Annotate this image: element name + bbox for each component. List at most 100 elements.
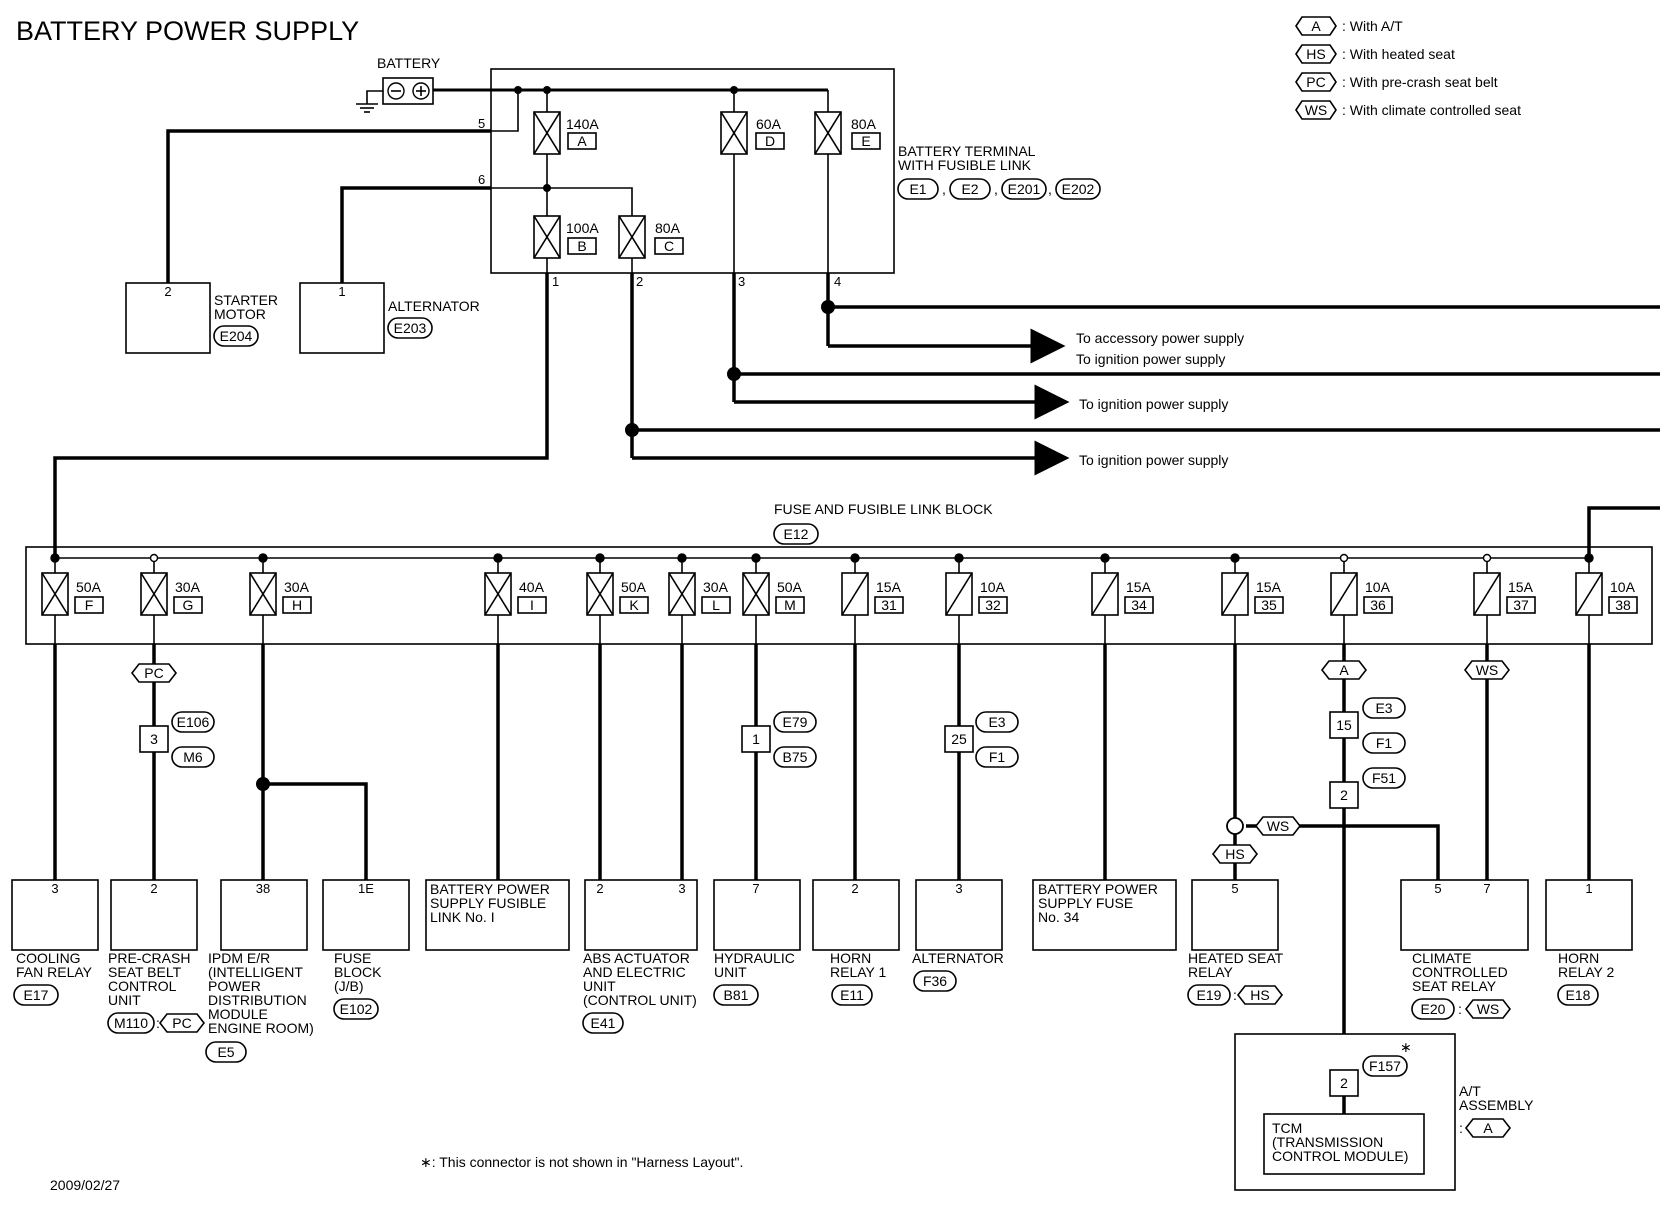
svg-text:DISTRIBUTION: DISTRIBUTION xyxy=(208,992,307,1008)
fuse-rating: 40A xyxy=(519,579,545,595)
svg-text:CONTROLLED: CONTROLLED xyxy=(1412,964,1508,980)
svg-text:A: A xyxy=(577,133,587,149)
svg-text:RELAY 2: RELAY 2 xyxy=(1558,964,1615,980)
svg-text:No. 34: No. 34 xyxy=(1038,909,1079,925)
fuse-row: 50AF30AG30AH40AI50AK30AL50AM15A3110A3215… xyxy=(41,553,1638,644)
svg-text:M110: M110 xyxy=(114,1015,148,1031)
fuse-id: K xyxy=(629,597,639,613)
svg-text:LINK No. I: LINK No. I xyxy=(430,909,495,925)
component-abs-actuator: 2 3 ABS ACTUATOR AND ELECTRIC UNIT (CONT… xyxy=(582,879,698,1034)
svg-text:ENGINE ROOM): ENGINE ROOM) xyxy=(208,1020,314,1036)
svg-text:STARTER: STARTER xyxy=(214,292,278,308)
svg-text:,: , xyxy=(994,181,998,197)
svg-text:TCM: TCM xyxy=(1272,1120,1302,1136)
svg-text:B: B xyxy=(577,238,586,254)
fuse-rating: 10A xyxy=(980,579,1006,595)
date-stamp: 2009/02/27 xyxy=(50,1177,120,1193)
svg-text:2: 2 xyxy=(150,881,157,896)
fuse-id: L xyxy=(712,597,720,613)
svg-text:UNIT: UNIT xyxy=(108,992,141,1008)
fuse-k: 50A K xyxy=(586,553,649,644)
svg-text:ALTERNATOR: ALTERNATOR xyxy=(388,298,480,314)
fuse-rating: 30A xyxy=(703,579,729,595)
svg-text:ABS ACTUATOR: ABS ACTUATOR xyxy=(583,950,690,966)
component-pre-crash-seat-belt-control-unit: 2 PRE-CRASH SEAT BELT CONTROL UNIT M110 … xyxy=(107,879,206,1034)
fuse-rating: 50A xyxy=(76,579,102,595)
legend-text: : With pre-crash seat belt xyxy=(1342,74,1498,90)
svg-text:60A: 60A xyxy=(756,116,782,132)
svg-text:5: 5 xyxy=(1231,881,1238,896)
fuse-id: H xyxy=(292,597,302,613)
svg-text:7: 7 xyxy=(752,881,759,896)
svg-text:PRE-CRASH: PRE-CRASH xyxy=(108,950,190,966)
svg-text:BATTERY: BATTERY xyxy=(377,55,441,71)
svg-text:POWER: POWER xyxy=(208,978,261,994)
svg-text:BATTERY POWER: BATTERY POWER xyxy=(430,881,550,897)
at-assembly: 2 F157 ∗ TCM (TRANSMISSION CONTROL MODUL… xyxy=(1234,1033,1534,1191)
svg-text:HEATED SEAT: HEATED SEAT xyxy=(1188,950,1284,966)
legend-code: WS xyxy=(1305,102,1328,118)
component-battery-power-supply-fuse-34: BATTERY POWER SUPPLY FUSE No. 34 xyxy=(1032,879,1177,951)
svg-text:A/T: A/T xyxy=(1459,1083,1481,1099)
fuse-rating: 50A xyxy=(777,579,803,595)
svg-text:(CONTROL UNIT): (CONTROL UNIT) xyxy=(583,992,697,1008)
svg-text:E12: E12 xyxy=(784,526,809,542)
svg-text:E203: E203 xyxy=(394,320,427,336)
svg-text:F1: F1 xyxy=(1376,735,1393,751)
svg-text:3: 3 xyxy=(51,881,58,896)
arrow-label: To accessory power supply xyxy=(1076,330,1244,346)
svg-text:A: A xyxy=(1339,662,1349,678)
svg-text:2: 2 xyxy=(596,881,603,896)
legend-code: HS xyxy=(1306,46,1325,62)
svg-text:WITH FUSIBLE LINK: WITH FUSIBLE LINK xyxy=(898,157,1032,173)
svg-text:E5: E5 xyxy=(217,1044,234,1060)
svg-text:SUPPLY FUSE: SUPPLY FUSE xyxy=(1038,895,1133,911)
svg-text:B81: B81 xyxy=(724,987,749,1003)
svg-text:WS: WS xyxy=(1267,818,1290,834)
legend: A : With A/T HS : With heated seat PC : … xyxy=(1295,16,1521,120)
arrow-label: To ignition power supply xyxy=(1076,351,1225,367)
fuse-id: 35 xyxy=(1261,597,1277,613)
fuse-rating: 50A xyxy=(621,579,647,595)
fuse-m: 50A M xyxy=(742,553,805,644)
svg-text:38: 38 xyxy=(256,881,270,896)
page-title: BATTERY POWER SUPPLY xyxy=(16,16,359,46)
svg-text:PC: PC xyxy=(144,665,163,681)
svg-text:3: 3 xyxy=(955,881,962,896)
legend-text: : With climate controlled seat xyxy=(1342,102,1521,118)
svg-text:AND ELECTRIC: AND ELECTRIC xyxy=(583,964,686,980)
fuse-block: FUSE AND FUSIBLE LINK BLOCK E12 xyxy=(25,501,1660,645)
svg-text:(INTELLIGENT: (INTELLIGENT xyxy=(208,964,303,980)
alternator-top: 1 ALTERNATOR E203 xyxy=(299,186,491,354)
svg-text:BATTERY POWER: BATTERY POWER xyxy=(1038,881,1158,897)
legend-text: : With A/T xyxy=(1342,18,1403,34)
svg-text:RELAY: RELAY xyxy=(1188,964,1234,980)
svg-text:E2: E2 xyxy=(961,181,978,197)
fuse-rating: 30A xyxy=(175,579,201,595)
svg-text:80A: 80A xyxy=(851,116,877,132)
svg-text:25: 25 xyxy=(951,731,967,747)
fuse-rating: 15A xyxy=(1256,579,1282,595)
svg-text:FUSE: FUSE xyxy=(334,950,371,966)
svg-text:HORN: HORN xyxy=(830,950,871,966)
inline-connectors: PC 3 E106 M6 1 E79 B75 25 E3 F1 A 15 E3 … xyxy=(130,660,1511,864)
svg-text:HYDRAULIC: HYDRAULIC xyxy=(714,950,795,966)
component-ipdm-er: 38 IPDM E/R (INTELLIGENT POWER DISTRIBUT… xyxy=(205,879,314,1063)
legend-code: A xyxy=(1311,18,1321,34)
svg-text:E19: E19 xyxy=(1197,987,1222,1003)
svg-text:E: E xyxy=(861,133,870,149)
fuse-id: 31 xyxy=(881,597,897,613)
fuse-id: 34 xyxy=(1131,597,1147,613)
component-alternator: 3 ALTERNATOR F36 xyxy=(912,879,1004,992)
svg-text:E1: E1 xyxy=(909,181,926,197)
fuse-id: M xyxy=(784,597,796,613)
